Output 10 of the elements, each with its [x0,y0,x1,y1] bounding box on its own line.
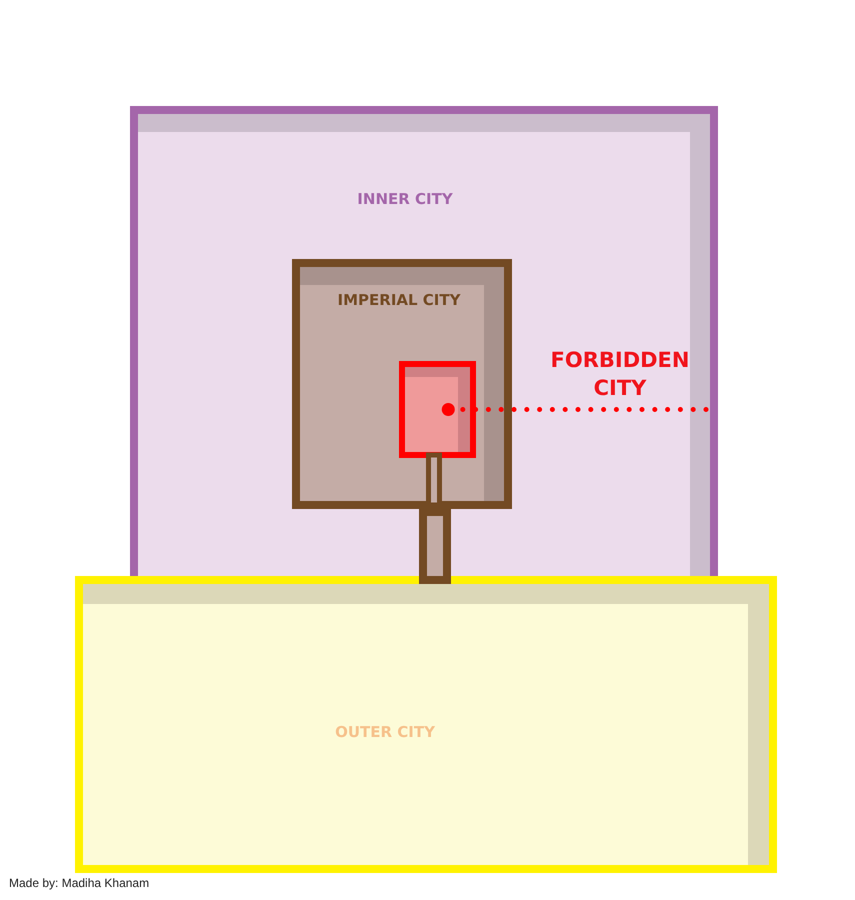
leader-line [442,403,708,416]
district-area [399,361,476,458]
district-label: IMPERIAL CITY [338,291,460,309]
district-area [75,576,777,873]
callout-label: FORBIDDEN CITY [545,346,707,402]
credit-text: Made by: Madiha Khanam [9,876,150,891]
district-area [292,259,512,509]
district-label: INNER CITY [357,190,453,208]
district-label: OUTER CITY [335,723,435,741]
district-area [130,106,718,576]
